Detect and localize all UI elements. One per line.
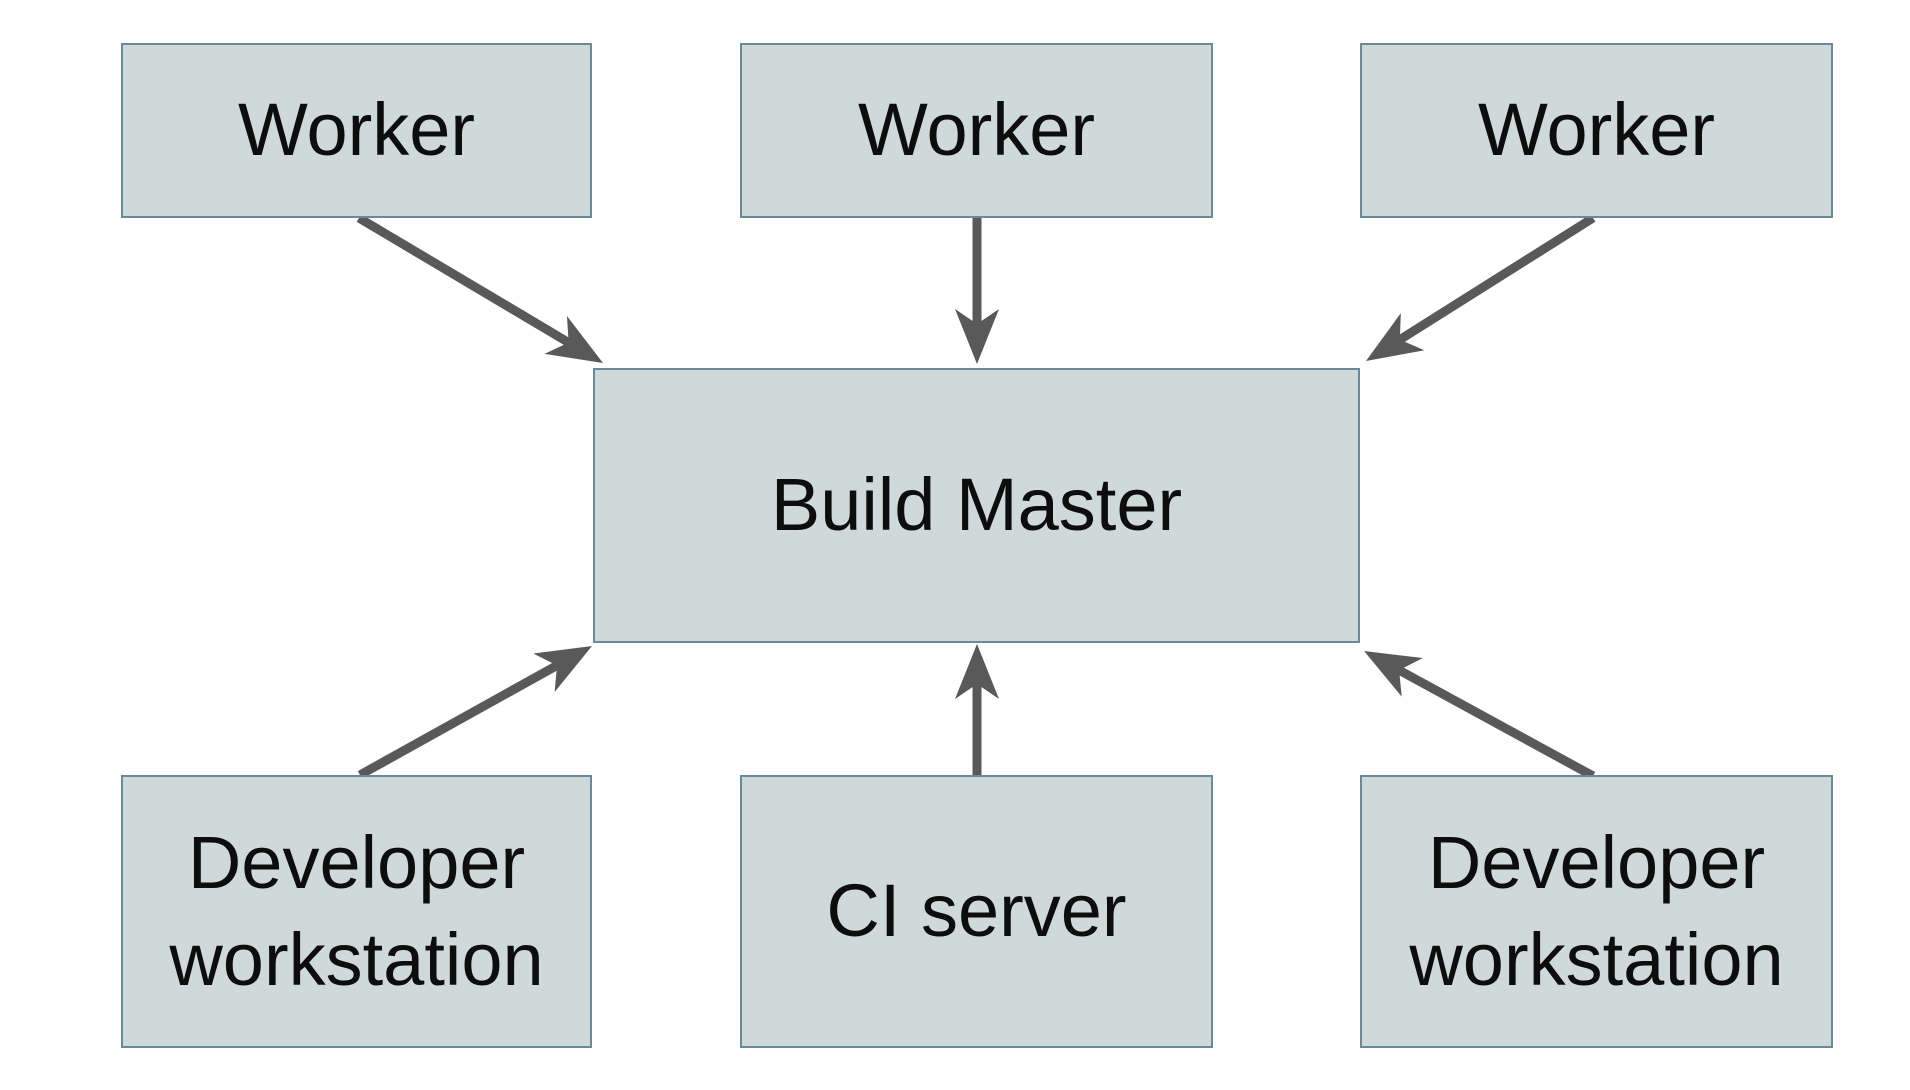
arrow-devright-to-buildmaster (1364, 651, 1596, 780)
node-worker-1-label: Worker (237, 88, 476, 172)
node-ci-server-label: CI server (826, 869, 1127, 953)
node-developer-workstation-left: Developer workstation (121, 775, 592, 1048)
arrow-worker1-to-buildmaster (356, 214, 603, 364)
node-worker-3: Worker (1360, 43, 1833, 218)
node-worker-3-label: Worker (1477, 88, 1716, 172)
node-ci-server: CI server (740, 775, 1213, 1048)
node-worker-1: Worker (121, 43, 592, 218)
arrow-devleft-to-buildmaster (357, 646, 593, 779)
node-developer-workstation-left-label: Developer workstation (169, 821, 544, 1001)
node-worker-2: Worker (740, 43, 1213, 218)
node-developer-workstation-right: Developer workstation (1360, 775, 1833, 1048)
node-worker-2-label: Worker (857, 88, 1096, 172)
node-developer-workstation-right-label: Developer workstation (1409, 821, 1784, 1001)
node-build-master-label: Build Master (770, 463, 1183, 547)
arrow-worker3-to-buildmaster (1366, 214, 1596, 362)
node-build-master: Build Master (593, 368, 1360, 643)
